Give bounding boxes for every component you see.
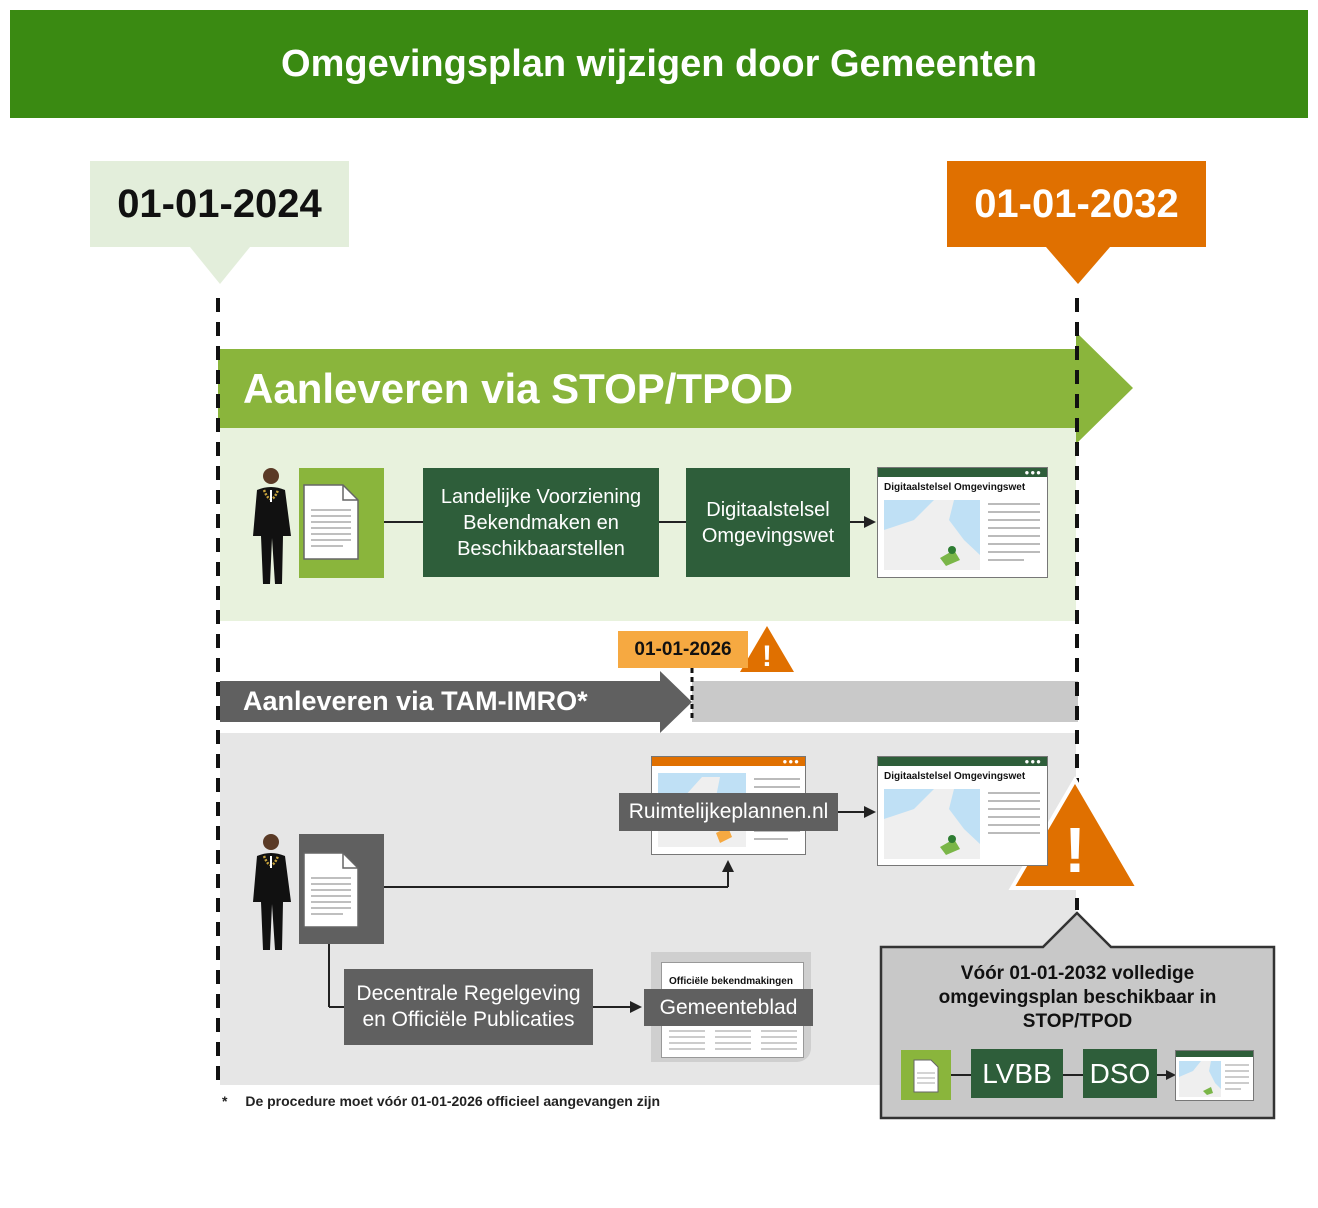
start-date-pointer [190,247,250,284]
window-dots-icon: ●●● [782,757,800,766]
small-warning-triangle [740,626,794,672]
start-date-label: 01-01-2024 [90,161,349,247]
end-date-label: 01-01-2032 [947,161,1206,247]
footnote: * De procedure moet vóór 01-01-2026 offi… [222,1093,660,1109]
gemeenteblad-label: Gemeenteblad [644,989,813,1026]
map-icon [884,789,1040,859]
mayor-icon [253,834,291,950]
end-date-text: 01-01-2032 [974,181,1179,226]
footnote-text: De procedure moet vóór 01-01-2026 offici… [245,1093,661,1109]
ruimtelijkeplannen-text: Ruimtelijkeplannen.nl [628,800,829,823]
window-dots-icon: ●●● [1024,468,1042,477]
lvbb-box: Landelijke Voorziening Bekendmaken en Be… [423,468,659,577]
start-date-text: 01-01-2024 [117,181,322,226]
callout-browser-window [1175,1050,1254,1101]
browser-title: Digitaalstelsel Omgevingswet [884,771,1026,782]
dso-badge: DSO [1083,1049,1157,1098]
arrow-head [630,1001,642,1013]
stop-arrow-band [218,332,1133,444]
transition-date-text: 01-01-2026 [634,638,732,660]
tam-arrow-band [220,671,692,733]
gemeenteblad-text: Gemeenteblad [659,995,798,1019]
page-title: Omgevingsplan wijzigen door Gemeenten [10,10,1308,118]
browser-titlebar [652,757,805,766]
svg-text:!: ! [1064,814,1085,886]
stop-submitter [249,466,384,584]
decentrale-box: Decentrale Regelgeving en Officiële Publ… [344,969,593,1045]
dso-box: Digitaalstelsel Omgevingswet [686,468,850,577]
document-icon [303,852,359,928]
browser-titlebar [878,468,1047,477]
tam-title: Aanleveren via TAM-IMRO* [243,686,588,716]
map-icon [884,500,1040,570]
paper-title: Officiële bekendmakingen [669,976,793,987]
dso-badge-text: DSO [1089,1057,1151,1089]
transition-date-badge: 01-01-2026 [618,631,748,668]
browser-title: Digitaalstelsel Omgevingswet [884,482,1026,493]
callout-document-backdrop [901,1050,951,1100]
dso-browser-window: ●●● Digitaalstelsel Omgevingswet [877,467,1048,578]
document-icon [303,484,359,560]
text-lines-icon [669,1030,797,1050]
dso-box-text: Digitaalstelsel Omgevingswet [701,498,835,547]
tam-submitter [249,832,384,954]
document-icon [913,1059,939,1093]
decentrale-box-text: Decentrale Regelgeving en Officiële Publ… [356,982,581,1031]
lvbb-badge-text: LVBB [982,1057,1052,1089]
arrow-head [864,806,876,818]
stop-title: Aanleveren via STOP/TPOD [243,365,794,412]
end-date-pointer [1046,247,1110,284]
lvbb-badge: LVBB [971,1049,1063,1098]
tam-dso-browser-window: ●●● Digitaalstelsel Omgevingswet [877,756,1048,866]
lvbb-box-text: Landelijke Voorziening Bekendmaken en Be… [440,485,642,560]
map-icon [1179,1061,1249,1097]
browser-titlebar [1176,1051,1253,1057]
svg-text:!: ! [762,640,772,673]
tam-band-extension [692,681,1078,722]
footnote-marker: * [222,1093,228,1109]
mayor-icon [253,468,291,584]
page-title-text: Omgevingsplan wijzigen door Gemeenten [281,42,1037,85]
arrow-head [722,860,734,872]
window-dots-icon: ●●● [1024,757,1042,766]
arrow-head [864,516,876,528]
callout-message: Vóór 01-01-2032 volledige omgevingsplan … [938,963,1217,1032]
callout-text: Vóór 01-01-2032 volledige omgevingsplan … [905,962,1250,1034]
browser-titlebar [878,757,1047,766]
ruimtelijkeplannen-label: Ruimtelijkeplannen.nl [619,793,838,831]
